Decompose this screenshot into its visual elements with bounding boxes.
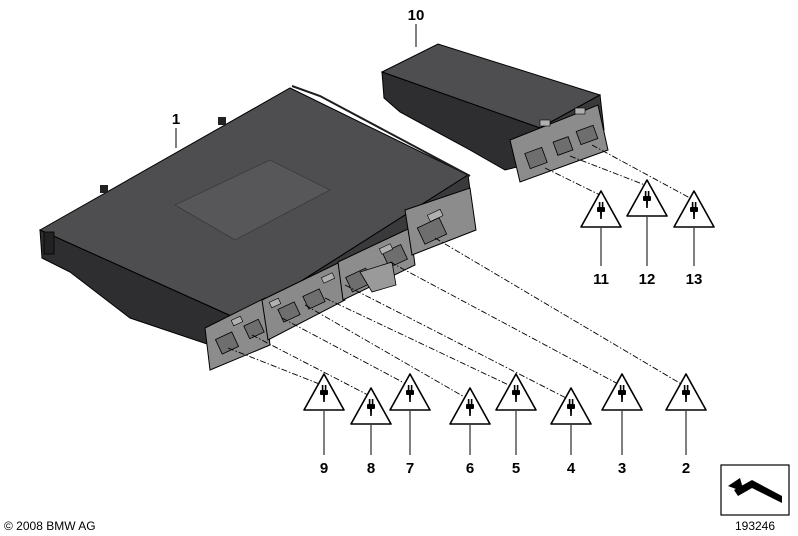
plug-warning-icon — [350, 387, 392, 425]
connector-lines — [227, 144, 691, 401]
diagram-number: 193246 — [735, 519, 775, 533]
callout-3: 3 — [618, 460, 626, 477]
callout-5: 5 — [512, 460, 520, 477]
callout-1: 1 — [172, 111, 180, 128]
orientation-arrow-icon — [720, 464, 790, 516]
plug-warning-icon — [580, 190, 622, 228]
plug-warning-icon — [449, 387, 491, 425]
callout-6: 6 — [466, 460, 474, 477]
callout-11: 11 — [593, 271, 609, 288]
callout-8: 8 — [367, 460, 375, 477]
callout-numbers: 1 10 11 12 13 9 8 7 6 5 4 3 2 — [172, 7, 703, 477]
plug-warning-icon — [389, 373, 431, 411]
callout-4: 4 — [567, 460, 576, 477]
callout-2: 2 — [682, 460, 690, 477]
callout-10: 10 — [408, 7, 425, 24]
control-unit-secondary — [380, 43, 609, 183]
copyright-text: © 2008 BMW AG — [4, 519, 96, 533]
callout-9: 9 — [320, 460, 328, 477]
plug-warning-icon — [626, 179, 668, 217]
leader-lines — [175, 24, 695, 455]
connector-strip — [204, 187, 477, 371]
plug-warning-icon — [665, 373, 707, 411]
plug-warning-icon — [601, 373, 643, 411]
callout-7: 7 — [406, 460, 414, 477]
control-unit-main — [38, 85, 477, 371]
callout-12: 12 — [639, 271, 656, 288]
callout-13: 13 — [686, 271, 703, 288]
plug-warning-icon — [673, 190, 715, 228]
